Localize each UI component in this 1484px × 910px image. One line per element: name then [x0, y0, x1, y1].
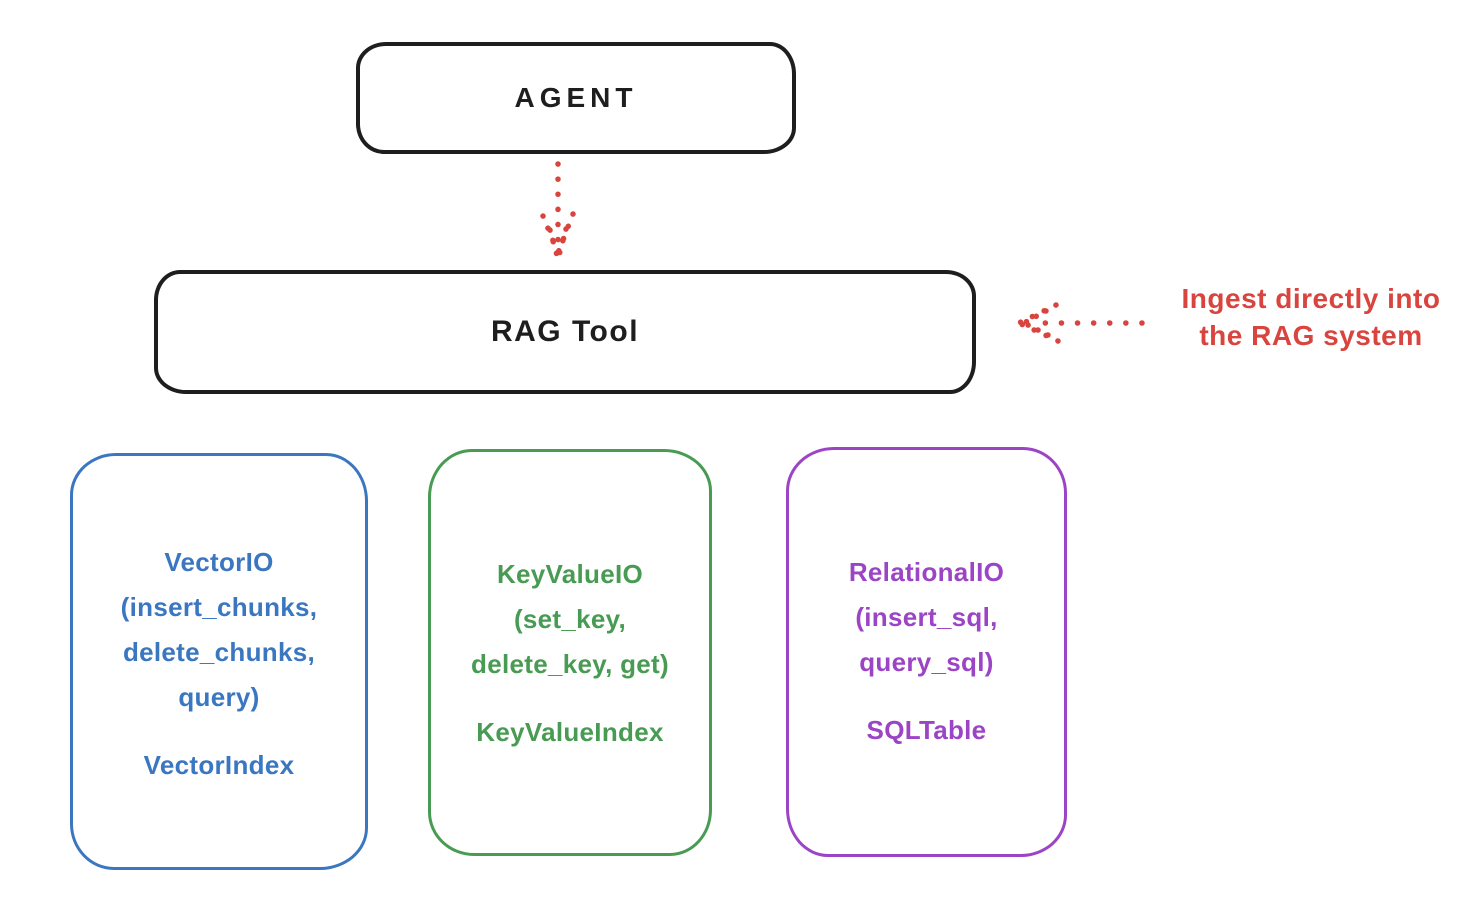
keyvalue-io-methods: KeyValueIO (set_key, delete_key, get)	[471, 559, 669, 679]
keyvalue-io-node: KeyValueIO (set_key, delete_key, get) Ke…	[428, 449, 712, 856]
relational-io-node: RelationalIO (insert_sql, query_sql) SQL…	[786, 447, 1067, 857]
vector-io-node: VectorIO (insert_chunks, delete_chunks, …	[70, 453, 368, 870]
vector-index-label: VectorIndex	[143, 750, 295, 780]
keyvalue-index-label: KeyValueIndex	[476, 717, 664, 747]
agent-label: AGENT	[514, 82, 638, 113]
vector-io-methods: VectorIO (insert_chunks, delete_chunks, …	[120, 547, 318, 712]
ingest-dotted-arrow-icon	[1016, 302, 1145, 344]
agent-to-rag-dotted-arrow-icon	[540, 161, 576, 262]
rag-tool-label: RAG Tool	[490, 315, 640, 348]
rag-tool-node: RAG Tool	[154, 270, 976, 394]
agent-node: AGENT	[356, 42, 796, 154]
ingest-annotation-text: Ingest directly into the RAG system	[1181, 283, 1441, 351]
sql-table-label: SQLTable	[866, 715, 987, 745]
relational-io-methods: RelationalIO (insert_sql, query_sql)	[848, 557, 1005, 677]
